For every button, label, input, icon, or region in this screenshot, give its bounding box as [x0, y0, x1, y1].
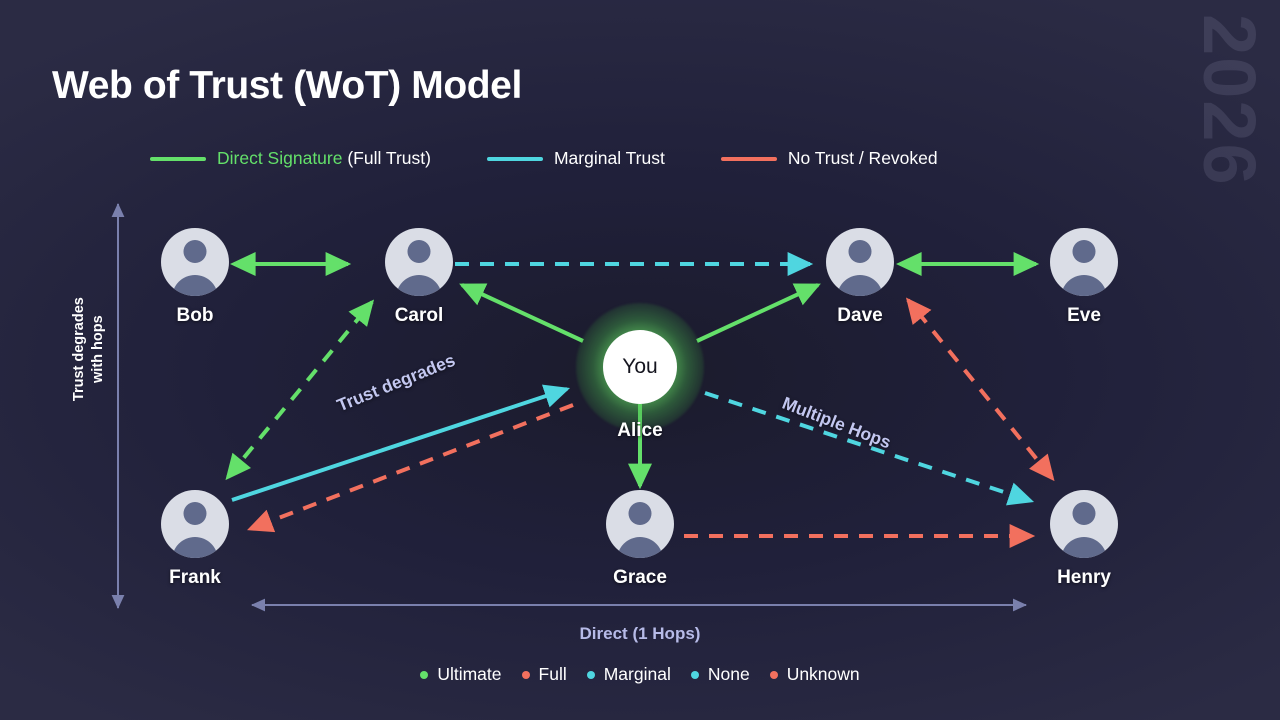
node-frank[interactable]: Frank [155, 490, 235, 589]
legend-item-none[interactable]: None [690, 664, 750, 685]
node-label-alice: Alice [617, 420, 663, 441]
node-bob[interactable]: Bob [155, 228, 235, 327]
horizontal-axis-label: Direct (1 Hops) [579, 624, 701, 643]
legend-label-full: Full [538, 664, 567, 684]
legend-item-unknown[interactable]: Unknown [769, 664, 860, 685]
legend-item-marginal-trust[interactable]: Marginal Trust [486, 148, 665, 169]
legend-dot-full [521, 670, 530, 679]
node-dave[interactable]: Dave [820, 228, 900, 327]
legend-swatch-cyan [486, 156, 543, 161]
node-label-dave: Dave [837, 305, 883, 326]
legend-item-direct-signature[interactable]: Direct Signature (Full Trust) [150, 148, 431, 169]
legend-dot-unknown [769, 670, 778, 679]
node-label-frank: Frank [169, 567, 221, 588]
node-label-bob: Bob [176, 305, 214, 326]
legend-swatch-red [720, 156, 777, 161]
legend-dot-marginal [586, 670, 595, 679]
legend-swatch-green [150, 156, 206, 161]
legend-dot-none [690, 670, 699, 679]
edge-dave-henry [905, 297, 1055, 482]
avatar-icon [606, 490, 674, 558]
avatar-icon [385, 228, 453, 296]
vertical-axis-label: Trust degrades with hops [70, 254, 108, 444]
node-alice-center-text: You [603, 330, 677, 404]
legend-dot-ultimate [420, 670, 429, 679]
legend-label-marginal-trust: Marginal Trust [553, 148, 665, 168]
avatar-icon [826, 228, 894, 296]
node-label-grace: Grace [613, 567, 667, 588]
legend-item-no-trust-revoked[interactable]: No Trust / Revoked [720, 148, 938, 169]
node-label-eve: Eve [1067, 305, 1101, 326]
edge-alice-frank [247, 403, 574, 533]
legend-label-marginal: Marginal [603, 664, 671, 684]
legend-label-unknown: Unknown [786, 664, 860, 684]
legend-top: Direct Signature (Full Trust) Marginal T… [150, 148, 938, 169]
legend-label-direct-signature: Direct Signature (Full Trust) [217, 148, 431, 168]
legend-label-ultimate: Ultimate [437, 664, 502, 684]
avatar-icon [161, 228, 229, 296]
node-alice-self[interactable]: You [576, 303, 704, 431]
edge-alice-henry [704, 391, 1035, 506]
year-watermark: 2026 [1188, 14, 1271, 187]
edge-alice-dave [696, 283, 821, 343]
legend-bottom: Ultimate Full Marginal None Unknown [0, 664, 1280, 685]
vertical-axis-label-line2: with hops [90, 315, 106, 383]
vertical-axis-label-line1: Trust degrades [70, 297, 87, 402]
edge-alice-carol [459, 283, 584, 343]
legend-item-ultimate[interactable]: Ultimate [420, 664, 502, 685]
legend-label-no-trust-revoked: No Trust / Revoked [787, 148, 938, 168]
page-title: Web of Trust (WoT) Model [52, 64, 522, 107]
node-henry[interactable]: Henry [1044, 490, 1124, 589]
edge-frank-alice [231, 384, 571, 502]
node-label-carol: Carol [394, 305, 444, 326]
legend-item-marginal[interactable]: Marginal [586, 664, 671, 685]
edge-frank-carol [225, 299, 375, 481]
avatar-icon [161, 490, 229, 558]
avatar-icon [1050, 228, 1118, 296]
legend-item-full[interactable]: Full [521, 664, 567, 685]
node-grace[interactable]: Grace [600, 490, 680, 589]
node-eve[interactable]: Eve [1044, 228, 1124, 327]
node-carol[interactable]: Carol [379, 228, 459, 327]
node-label-henry: Henry [1057, 567, 1111, 588]
avatar-icon [1050, 490, 1118, 558]
legend-label-none: None [707, 664, 750, 684]
